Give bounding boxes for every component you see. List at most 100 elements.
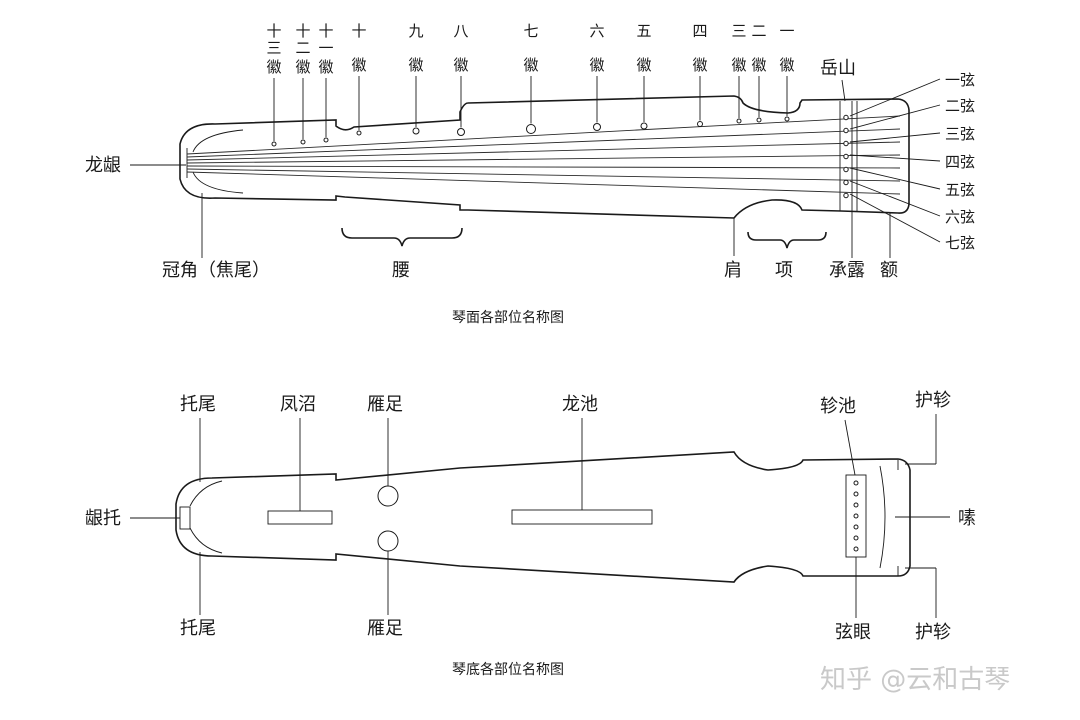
caption-face: 琴面各部位名称图: [452, 310, 564, 326]
yueshan-knot-2: [843, 127, 849, 134]
string-label-4: 四弦: [945, 153, 975, 171]
hui-label: 二徽: [751, 22, 767, 117]
hui-label-text: 五徽: [636, 22, 651, 74]
label-huzhen-top: 护轸: [915, 390, 951, 411]
string-line-1: [186, 115, 901, 155]
hui-marker: [526, 124, 536, 134]
label-chenglu: 承露: [829, 260, 865, 281]
hui-label: 五徽: [636, 22, 652, 122]
hui-label: 三徽: [731, 22, 747, 118]
hui-label: 十徽: [351, 22, 367, 130]
label-longchi: 龙池: [562, 394, 598, 415]
fengzhao-slot: [267, 510, 333, 525]
caption-bottom: 琴底各部位名称图: [452, 662, 564, 678]
label-yanzu-top: 雁足: [367, 394, 403, 415]
string-hole: [853, 535, 859, 541]
hui-marker: [756, 117, 762, 123]
leader-yueshan: [841, 79, 846, 102]
hui-marker: [697, 121, 703, 127]
tuowei-curves: [189, 480, 223, 554]
yueshan-knot-5: [843, 166, 849, 173]
hui-dots: [271, 116, 790, 147]
yueshan-knot-1: [843, 114, 849, 121]
label-tuowei-bottom: 托尾: [180, 618, 216, 639]
hui-label-text: 六徽: [589, 22, 604, 74]
hui-label: 十二徽: [295, 22, 311, 139]
string-leader-2: [849, 104, 941, 130]
hui-label-text: 十一徽: [318, 22, 333, 76]
yueshan-knot-6: [843, 179, 849, 186]
hui-label: 十一徽: [318, 22, 334, 137]
hui-label-text: 十三徽: [266, 22, 281, 76]
label-zhenchi: 轸池: [820, 396, 856, 417]
hui-label-text: 十二徽: [295, 22, 310, 76]
string-line-4: [186, 154, 901, 164]
hui-label: 四徽: [692, 22, 708, 121]
label-xianyan: 弦眼: [835, 622, 871, 643]
label-tuowei-top: 托尾: [180, 394, 216, 415]
strings: [186, 114, 901, 199]
string-label-7: 七弦: [945, 234, 975, 252]
label-xiang: 项: [775, 260, 793, 281]
string-line-6: [186, 168, 901, 182]
string-hole: [853, 491, 859, 497]
hui-label-text: 七徽: [523, 22, 538, 74]
hui-marker: [784, 116, 790, 122]
hui-label: 一徽: [779, 22, 795, 116]
yanzu-top-circle: [377, 485, 399, 507]
string-leader-3: [849, 132, 941, 143]
string-label-5: 五弦: [945, 181, 975, 199]
hui-label-text: 一徽: [779, 22, 794, 74]
string-line-7: [186, 171, 901, 195]
label-guanjiao: 冠角（焦尾）: [162, 260, 270, 281]
hui-label: 八徽: [453, 22, 469, 128]
hui-label: 七徽: [523, 22, 539, 124]
string-leader-1: [849, 78, 941, 117]
label-yao: 腰: [392, 260, 410, 281]
hui-marker: [640, 122, 648, 130]
hui-label-text: 三徽: [731, 22, 746, 74]
string-line-3: [186, 141, 901, 161]
string-hole: [853, 480, 859, 486]
string-line-2: [186, 128, 901, 158]
hui-label-text: 四徽: [692, 22, 707, 74]
leader-zhenchi: [844, 419, 856, 476]
hui-marker: [300, 139, 306, 145]
label-yueshan: 岳山: [820, 58, 856, 79]
yueshan-knot-3: [843, 140, 849, 147]
yin-tuo-block: [179, 506, 191, 530]
label-sang: 嗉: [958, 508, 976, 529]
hui-marker: [593, 123, 601, 131]
label-huzhen-bottom: 护轸: [915, 622, 951, 643]
label-yanzu-bottom: 雁足: [367, 618, 403, 639]
hui-label-text: 九徽: [408, 22, 423, 74]
string-line-5: [186, 165, 901, 169]
longchi-slot: [511, 509, 653, 525]
brace-yao: [341, 227, 463, 247]
qin-bottom-outline: [175, 451, 911, 583]
label-longyin: 龙龈: [85, 155, 121, 176]
string-label-3: 三弦: [945, 125, 975, 143]
inner-tail-curve: [192, 129, 244, 194]
hui-marker: [356, 130, 362, 136]
string-leader-6: [849, 180, 941, 217]
brace-xiang: [747, 231, 827, 249]
hui-marker: [323, 137, 329, 143]
qin-bottom-view: 托尾 托尾 凤沼 雁足 雁足 龙池 轸池 护轸 护轸 龈托 嗉 弦眼 琴底各部位…: [85, 390, 976, 678]
hui-label: 六徽: [589, 22, 605, 123]
string-hole: [853, 513, 859, 519]
watermark: 知乎 @云和古琴: [820, 665, 1010, 695]
hui-marker: [412, 127, 420, 135]
string-hole: [853, 546, 859, 552]
string-label-1: 一弦: [945, 71, 975, 89]
string-hole: [853, 524, 859, 530]
string-label-2: 二弦: [945, 97, 975, 115]
hui-label-text: 八徽: [453, 22, 468, 74]
string-label-6: 六弦: [945, 208, 975, 226]
hui-label-text: 二徽: [751, 22, 766, 74]
yueshan-knot-7: [843, 192, 849, 199]
